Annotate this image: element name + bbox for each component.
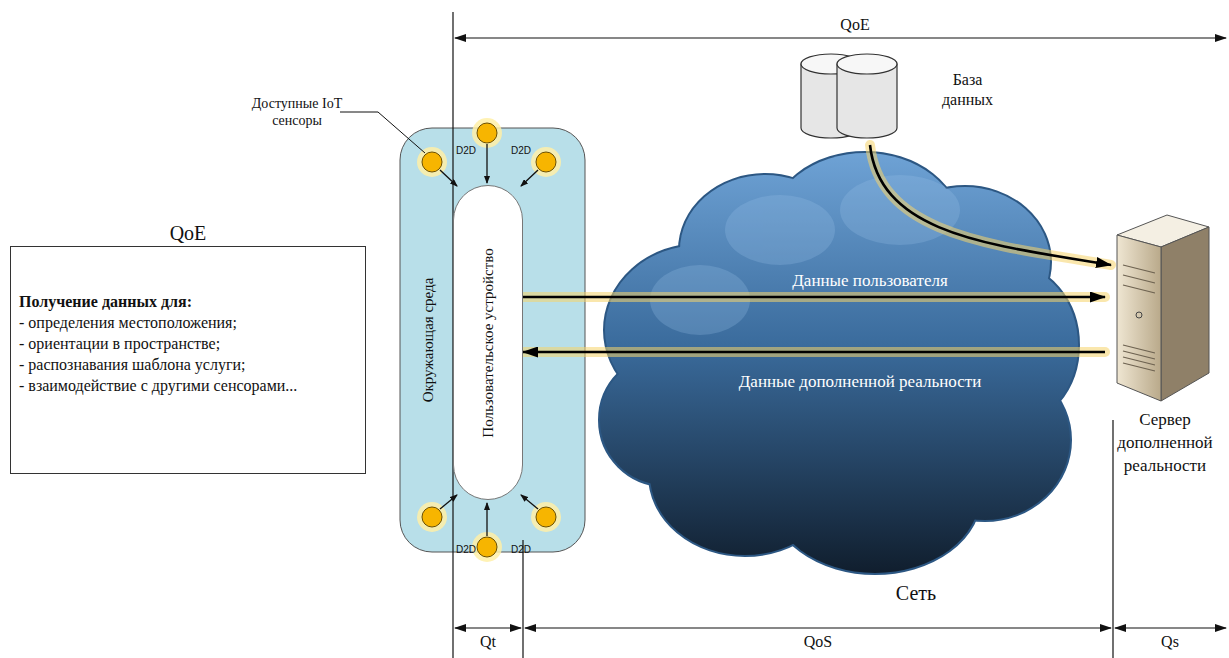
dimension-lines [453,12,1226,658]
environment-region [400,128,585,552]
panel-frame: Получение данных для:- определения место… [10,246,366,474]
leader-line [340,112,425,153]
dimension-label: QoS [804,633,832,651]
panel-item: - ориентации в пространстве; [19,333,357,354]
arrow-line [523,351,1105,354]
panel-item: - распознавания шаблона услуги; [19,354,357,375]
arrow-line [523,296,1105,299]
iot-sensors [417,118,561,562]
arrow-glow [523,292,1105,302]
cylinder-top [837,54,897,74]
arrow-line [870,145,1111,265]
d2d-label: D2D [511,145,531,156]
vertical-label: Окружающая среда [420,278,437,403]
database-label: База данных [930,70,1005,110]
dimension-label: Qs [1161,633,1179,651]
server-button [1136,312,1142,318]
dimension-label: QoE [840,16,869,34]
cloud-label: Сеть [896,582,936,604]
network-cloud [600,153,1078,573]
database: База данных [795,50,1010,145]
server-front [1117,235,1161,401]
cylinder-body [837,64,897,138]
panel-subheading: Получение данных для: [19,291,357,312]
environment-region: Окружающая среда Пользовательское устройс… [400,128,585,552]
panel-item: - взаимодействие с другими сенсорами... [19,375,357,396]
user-device: Пользовательское устройство [453,185,523,500]
d2d-label: D2D [456,544,476,555]
database-cylinders [795,50,905,145]
data-flow-arrow [523,352,1105,353]
server-side [1161,227,1209,401]
panel-item: - определения местоположения; [19,312,357,333]
panel-heading: QoE [10,222,366,244]
info-panel: QoEПолучение данных для:- определения ме… [10,222,366,474]
server-tower [1105,205,1225,405]
dimension-label: Qt [480,633,496,651]
data-flow-arrow [523,297,1105,298]
d2d-label: D2D [456,145,476,156]
edge-label: Данные пользователя [792,271,947,291]
vertical-label: Пользовательское устройство [480,248,497,437]
arrow-glow [870,145,1111,265]
server-vents [1123,265,1155,371]
ar-server: Сервер дополненной реальности [1105,205,1225,480]
callout-text: Доступные IoT сенсоры [247,95,347,129]
server-label: Сервер дополненной реальности [1105,408,1225,477]
d2d-label: D2D [511,544,531,555]
edge-label: Данные дополненной реальности [739,372,982,392]
data-flow-arrow [870,145,1111,265]
arrow-glow [523,347,1105,357]
